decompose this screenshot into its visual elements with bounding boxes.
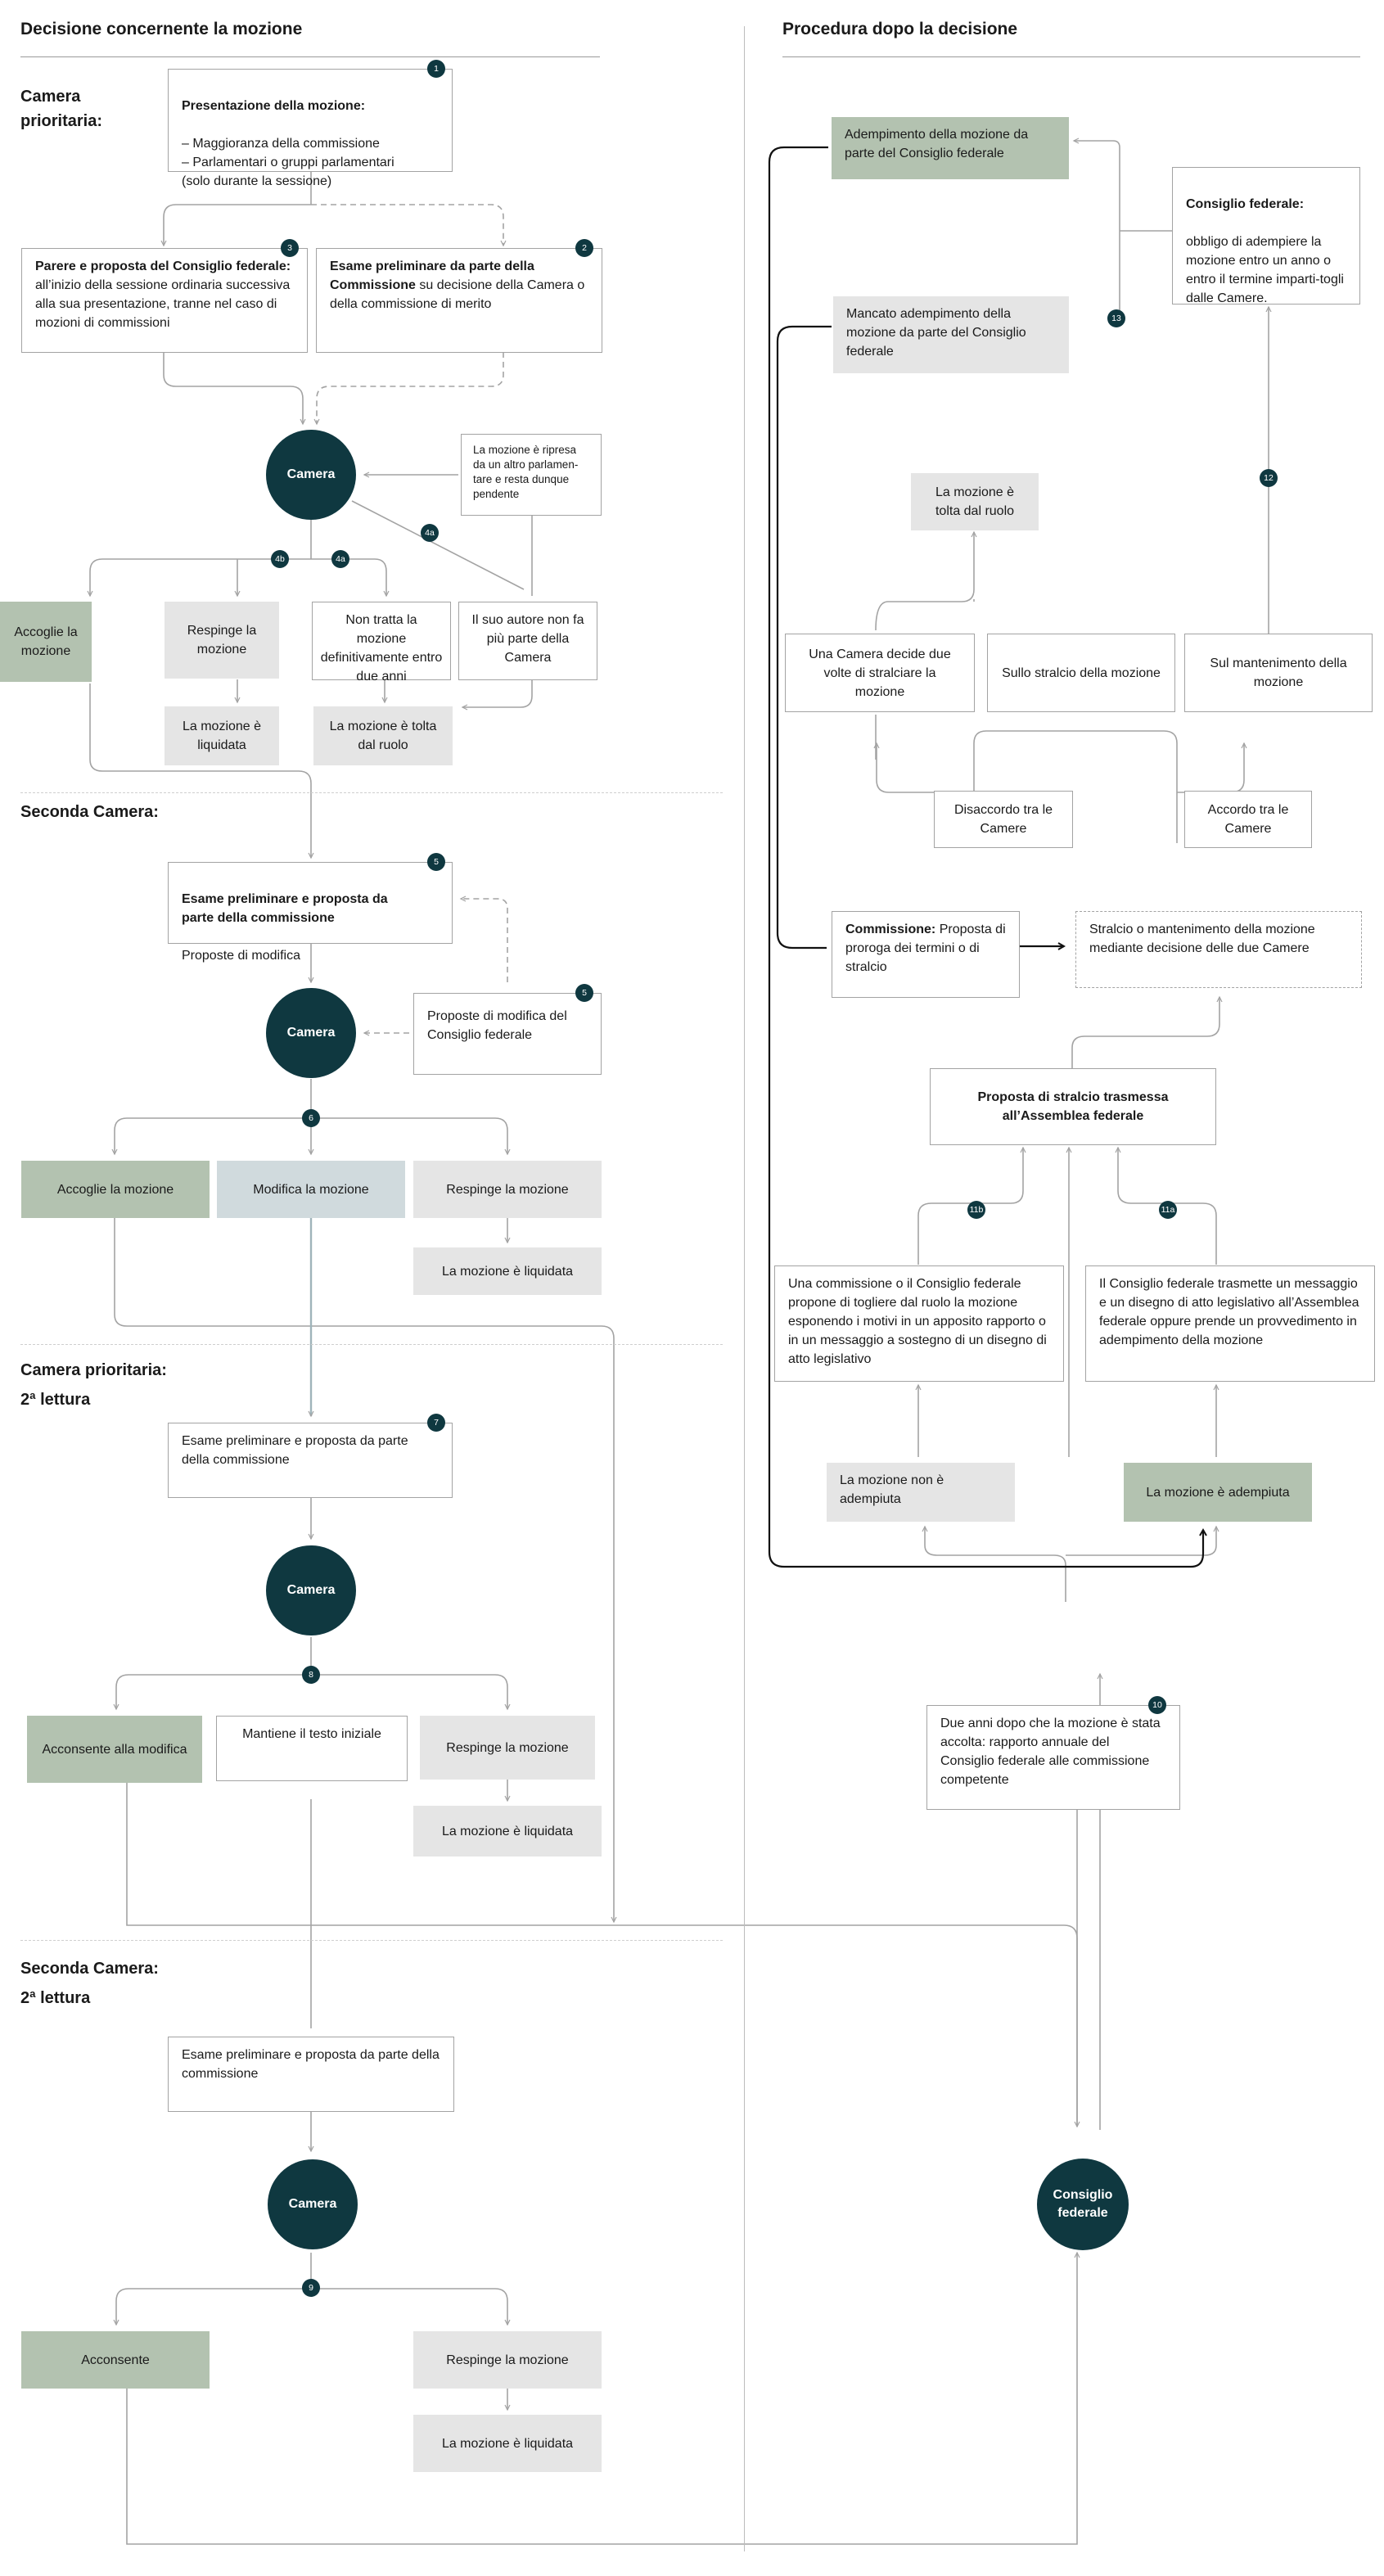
step-badge: 5: [575, 984, 593, 1002]
commission-proposal-body: Proposta di proroga dei termini o di str…: [845, 923, 1006, 974]
step-badge: 9: [302, 2279, 320, 2297]
header-rule-left: [20, 56, 600, 57]
step-badge: 11b: [967, 1201, 985, 1219]
step-badge: 4a: [421, 524, 439, 542]
step-badge: 8: [302, 1666, 320, 1684]
section-priority-second-reading: Camera prioritaria: 2ª lettura: [20, 1361, 167, 1409]
motion-presentation-box: Presentazione della mozione: – Maggioran…: [168, 69, 453, 188]
second-settled-box: La mozione è liquidata: [413, 1247, 602, 1295]
federal-council-node: Consiglio federale: [1037, 2159, 1129, 2250]
second-chamber-preliminary-title: Esame preliminare e proposta da parte de…: [182, 892, 388, 925]
commission-or-cf-proposes-box: Una commissione o il Consiglio federale …: [774, 1265, 1064, 1382]
reject-motion-box: Respinge la mozione: [165, 602, 279, 679]
second-accept-box: Accoglie la mozione: [21, 1161, 210, 1218]
disagreement-box: Disaccordo tra le Camere: [934, 791, 1073, 848]
motion-removed-right-box: La mozione è tolta dal ruolo: [911, 473, 1039, 530]
author-left-box: Il suo autore non fa più parte della Cam…: [458, 602, 597, 680]
accept-motion-box: Accoglie la mozione: [0, 602, 92, 682]
step-badge: 1: [427, 60, 445, 78]
cf-transmits-message-box: Il Consiglio federale trasmette un messa…: [1085, 1265, 1375, 1382]
priority-settled-box: La mozione è liquidata: [413, 1806, 602, 1856]
on-maintain-box: Sul mantenimento della mozione: [1184, 634, 1373, 712]
step-badge: 13: [1107, 309, 1125, 327]
federal-council-obligation-body: obbligo di adempiere la mozione entro un…: [1186, 235, 1344, 305]
committee-preliminary-title: Esame preliminare da parte della Commiss…: [330, 259, 534, 292]
step-badge: 6: [302, 1109, 320, 1127]
motion-fulfilled-by-cf-box: Adempimento della mozione da parte del C…: [832, 117, 1069, 179]
second-modify-box: Modifica la mozione: [217, 1161, 405, 1218]
agreement-box: Accordo tra le Camere: [1184, 791, 1312, 848]
motion-settled-box: La mozione è liquidata: [165, 706, 279, 765]
federal-council-obligation-box: Consiglio federale: obbligo di adempiere…: [1172, 167, 1360, 305]
commission-proposal-title: Commissione:: [845, 923, 936, 936]
agree-modification-box: Acconsente alla modifica: [27, 1716, 202, 1783]
step-badge: 4a: [331, 550, 349, 568]
motion-resumed-box: La mozione è ripresa da un altro parlame…: [461, 434, 602, 516]
section-divider: [20, 792, 723, 793]
step-badge: 4b: [271, 550, 289, 568]
strike-proposal-box: Proposta di stralcio trasmessa all’Assem…: [930, 1068, 1216, 1145]
not-treated-box: Non tratta la mozione definitivamente en…: [312, 602, 451, 683]
motion-presentation-title: Presentazione della mozione:: [182, 99, 366, 113]
priority-reject-box: Respinge la mozione: [420, 1716, 595, 1780]
committee-preliminary-body: su decisione della Camera o della commis…: [330, 278, 585, 311]
section-priority-chamber: Camera prioritaria:: [20, 88, 103, 130]
federal-council-amendments-box: Proposte di modifica del Consiglio feder…: [413, 993, 602, 1075]
federal-council-opinion-body: all’inizio della sessione ordinaria succ…: [35, 278, 291, 330]
step-badge: 7: [427, 1414, 445, 1432]
second-chamber-preliminary-box: Esame preliminare e proposta da parte de…: [168, 862, 453, 963]
commission-proposal-box: Commissione: Proposta di proroga dei ter…: [832, 911, 1020, 998]
right-column-title: Procedura dopo la decisione: [782, 20, 1018, 38]
chamber-twice-strike-box: Una Camera decide due volte di stralciar…: [785, 634, 975, 712]
camera-node: Camera: [268, 2159, 358, 2249]
step-badge: 5: [427, 853, 445, 871]
step-badge: 3: [281, 239, 299, 257]
camera-node: Camera: [266, 430, 356, 520]
second-reading-preliminary-box: Esame preliminare e proposta da parte de…: [168, 2037, 454, 2112]
step-badge: 11a: [1159, 1201, 1177, 1219]
motion-not-fulfilled-box: La mozione non è adempiuta: [827, 1463, 1015, 1522]
on-strike-box: Sullo stralcio della mozione: [987, 634, 1175, 712]
section-second-chamber: Seconda Camera:: [20, 803, 159, 821]
second-reject-box: Respinge la mozione: [413, 1161, 602, 1218]
strike-or-maintain-box: Stralcio o mantenimento della mozione me…: [1075, 911, 1362, 988]
second-reading-settled-box: La mozione è liquidata: [413, 2415, 602, 2472]
section-divider: [20, 1344, 723, 1345]
column-divider: [744, 26, 745, 2551]
federal-council-opinion-box: Parere e proposta del Consiglio federale…: [21, 248, 308, 353]
two-years-report-box: Due anni dopo che la mozione è stata acc…: [926, 1705, 1180, 1810]
camera-node: Camera: [266, 988, 356, 1078]
second-chamber-preliminary-body: Proposte di modifica: [182, 949, 300, 963]
step-badge: 10: [1148, 1696, 1166, 1714]
federal-council-opinion-title: Parere e proposta del Consiglio federale…: [35, 259, 291, 273]
priority-second-reading-preliminary-box: Esame preliminare e proposta da parte de…: [168, 1423, 453, 1498]
camera-node: Camera: [266, 1545, 356, 1635]
step-badge: 2: [575, 239, 593, 257]
section-second-chamber-second-reading: Seconda Camera: 2ª lettura: [20, 1960, 159, 2007]
motion-presentation-body: – Maggioranza della commissione – Parlam…: [182, 137, 394, 188]
keep-original-text-box: Mantiene il testo iniziale: [216, 1716, 408, 1781]
header-rule-right: [782, 56, 1360, 57]
committee-preliminary-box: Esame preliminare da parte della Commiss…: [316, 248, 602, 353]
motion-fulfilled-box: La mozione è adempiuta: [1124, 1463, 1312, 1522]
motion-not-fulfilled-by-cf-box: Mancato adempimento della mozione da par…: [833, 296, 1069, 373]
left-column-title: Decisione concernente la mozione: [20, 20, 303, 38]
second-reading-reject-box: Respinge la mozione: [413, 2331, 602, 2389]
section-divider: [20, 1940, 723, 1941]
federal-council-obligation-title: Consiglio federale:: [1186, 197, 1305, 211]
second-reading-agree-box: Acconsente: [21, 2331, 210, 2389]
step-badge: 12: [1260, 469, 1278, 487]
motion-removed-box: La mozione è tolta dal ruolo: [313, 706, 453, 765]
